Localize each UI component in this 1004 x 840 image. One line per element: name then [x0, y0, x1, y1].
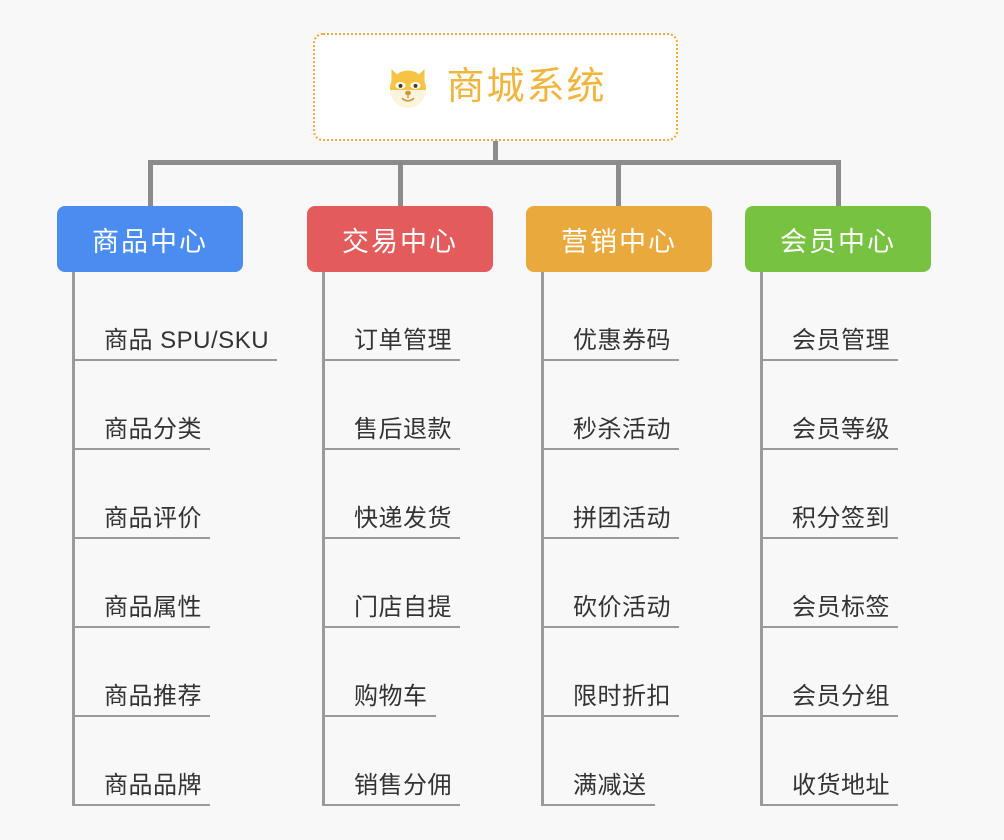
leaf-rail-3 — [541, 272, 544, 806]
leaf-item-label: 积分签到 — [792, 505, 890, 533]
connector-drop-1 — [148, 160, 153, 207]
connector-drop-3 — [616, 160, 621, 207]
leaf-item[interactable]: 会员标签 — [760, 539, 990, 628]
category-header-4[interactable]: 会员中心 — [745, 206, 931, 272]
leaf-item-label: 销售分佣 — [354, 772, 452, 800]
leaf-item[interactable]: 商品属性 — [72, 539, 302, 628]
leaf-item-label: 满减送 — [573, 772, 647, 800]
leaf-item-label: 商品品牌 — [104, 772, 202, 800]
root-title: 商城系统 — [446, 66, 607, 108]
leaf-item-underline — [541, 359, 679, 361]
category-label-4: 会员中心 — [780, 226, 896, 257]
leaf-item-underline — [322, 804, 460, 806]
leaf-column-2: 订单管理售后退款快递发货门店自提购物车销售分佣 — [322, 272, 552, 806]
leaf-item-label: 售后退款 — [354, 416, 452, 444]
leaf-item-label: 限时折扣 — [573, 683, 671, 711]
leaf-item-underline — [760, 448, 898, 450]
leaf-column-4: 会员管理会员等级积分签到会员标签会员分组收货地址 — [760, 272, 990, 806]
leaf-item[interactable]: 限时折扣 — [541, 628, 771, 717]
leaf-rail-4 — [760, 272, 763, 806]
leaf-item-underline — [322, 626, 460, 628]
leaf-item-label: 会员管理 — [792, 327, 890, 355]
leaf-item-label: 商品属性 — [104, 594, 202, 622]
leaf-item[interactable]: 快递发货 — [322, 450, 552, 539]
leaf-item-label: 商品 SPU/SKU — [104, 327, 270, 355]
leaf-item-underline — [760, 715, 898, 717]
leaf-item[interactable]: 秒杀活动 — [541, 361, 771, 450]
leaf-item[interactable]: 门店自提 — [322, 539, 552, 628]
connector-drop-4 — [836, 160, 841, 207]
dog-face-icon — [390, 69, 427, 108]
leaf-item[interactable]: 满减送 — [541, 717, 771, 806]
leaf-item-underline — [322, 537, 460, 539]
leaf-item-label: 会员等级 — [792, 416, 890, 444]
leaf-item-label: 砍价活动 — [573, 594, 671, 622]
category-label-1: 商品中心 — [92, 226, 208, 257]
leaf-item[interactable]: 砍价活动 — [541, 539, 771, 628]
leaf-item-label: 拼团活动 — [573, 505, 671, 533]
category-header-3[interactable]: 营销中心 — [526, 206, 712, 272]
leaf-item-underline — [541, 537, 679, 539]
leaf-item[interactable]: 会员分组 — [760, 628, 990, 717]
leaf-item-underline — [541, 448, 679, 450]
leaf-item-label: 购物车 — [354, 683, 428, 711]
leaf-item-label: 收货地址 — [792, 772, 890, 800]
leaf-item-underline — [72, 804, 210, 806]
leaf-item[interactable]: 订单管理 — [322, 272, 552, 361]
leaf-item-label: 会员标签 — [792, 594, 890, 622]
leaf-item[interactable]: 购物车 — [322, 628, 552, 717]
connector-drop-2 — [398, 160, 403, 207]
leaf-item[interactable]: 销售分佣 — [322, 717, 552, 806]
leaf-column-3: 优惠券码秒杀活动拼团活动砍价活动限时折扣满减送 — [541, 272, 771, 806]
leaf-item-underline — [72, 359, 277, 361]
leaf-item-underline — [72, 715, 210, 717]
leaf-item-underline — [541, 626, 679, 628]
leaf-item[interactable]: 商品品牌 — [72, 717, 302, 806]
connector-horizontal-bus — [148, 160, 841, 165]
leaf-item[interactable]: 商品 SPU/SKU — [72, 272, 302, 361]
leaf-item-label: 快递发货 — [354, 505, 452, 533]
leaf-item-underline — [760, 359, 898, 361]
connector-root-stem — [493, 141, 498, 165]
leaf-item-underline — [541, 804, 655, 806]
leaf-item-underline — [72, 537, 210, 539]
leaf-rail-2 — [322, 272, 325, 806]
leaf-item-underline — [322, 715, 436, 717]
category-header-2[interactable]: 交易中心 — [307, 206, 493, 272]
leaf-item[interactable]: 商品评价 — [72, 450, 302, 539]
root-node[interactable]: 商城系统 — [313, 33, 678, 141]
category-label-3: 营销中心 — [561, 226, 677, 257]
leaf-item[interactable]: 积分签到 — [760, 450, 990, 539]
leaf-item[interactable]: 售后退款 — [322, 361, 552, 450]
leaf-item[interactable]: 拼团活动 — [541, 450, 771, 539]
leaf-item[interactable]: 商品推荐 — [72, 628, 302, 717]
leaf-item-label: 商品推荐 — [104, 683, 202, 711]
category-label-2: 交易中心 — [342, 226, 458, 257]
leaf-item-label: 秒杀活动 — [573, 416, 671, 444]
leaf-item-label: 会员分组 — [792, 683, 890, 711]
leaf-item[interactable]: 会员等级 — [760, 361, 990, 450]
leaf-item[interactable]: 收货地址 — [760, 717, 990, 806]
leaf-item-label: 优惠券码 — [573, 327, 671, 355]
leaf-item-underline — [72, 448, 210, 450]
leaf-item[interactable]: 会员管理 — [760, 272, 990, 361]
category-header-1[interactable]: 商品中心 — [57, 206, 243, 272]
leaf-item-underline — [322, 359, 460, 361]
leaf-item-underline — [760, 537, 898, 539]
leaf-item[interactable]: 商品分类 — [72, 361, 302, 450]
leaf-item-label: 订单管理 — [354, 327, 452, 355]
leaf-item-label: 商品评价 — [104, 505, 202, 533]
leaf-item-underline — [541, 715, 679, 717]
leaf-item-label: 商品分类 — [104, 416, 202, 444]
leaf-item-underline — [760, 804, 898, 806]
leaf-item-underline — [322, 448, 460, 450]
leaf-column-1: 商品 SPU/SKU 商品分类商品评价商品属性商品推荐商品品牌 — [72, 272, 302, 806]
leaf-item[interactable]: 优惠券码 — [541, 272, 771, 361]
leaf-rail-1 — [72, 272, 75, 806]
leaf-item-label: 门店自提 — [354, 594, 452, 622]
leaf-item-underline — [760, 626, 898, 628]
leaf-item-underline — [72, 626, 210, 628]
